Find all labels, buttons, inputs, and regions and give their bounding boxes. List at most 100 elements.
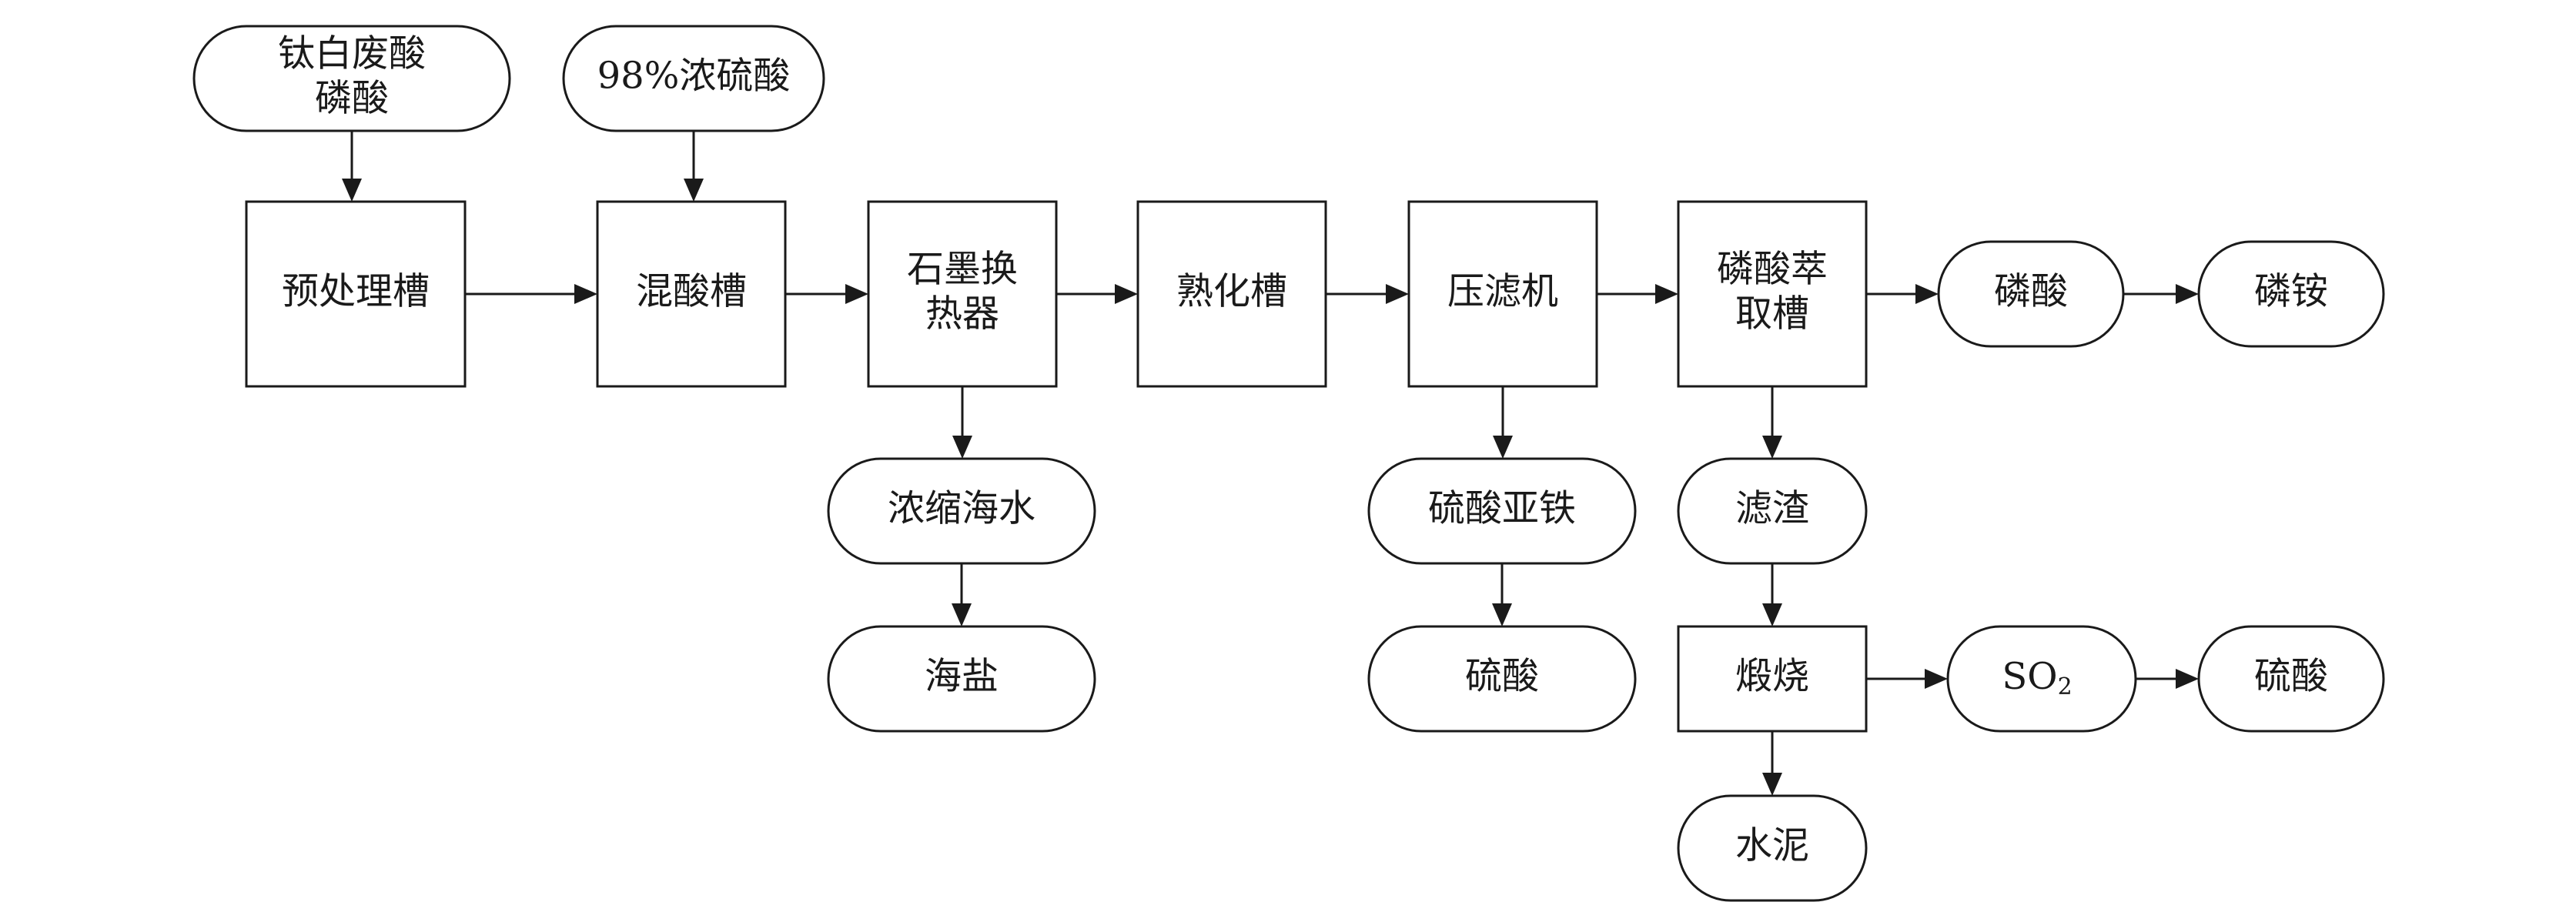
node-shape — [192, 25, 511, 132]
node-label: 硫酸 — [2254, 655, 2328, 698]
edge-in_sulfuric-to-mix — [684, 131, 704, 202]
node-shape — [562, 25, 825, 132]
node-shape — [245, 200, 467, 388]
node-label: 滤渣 — [1735, 487, 1809, 530]
node-label: 磷铵 — [2254, 270, 2328, 313]
edge-out_phosphoric-to-out_ammonium — [2123, 284, 2199, 304]
arrowhead-icon — [2176, 669, 2199, 689]
arrowhead-icon — [952, 436, 972, 459]
node-residue: 滤渣 — [1677, 457, 1868, 565]
edge-residue-to-calcine — [1762, 563, 1782, 626]
node-shape — [1677, 625, 1868, 733]
arrowhead-icon — [1493, 436, 1513, 459]
node-shape — [2197, 240, 2385, 348]
edge-graphite-to-brine — [952, 386, 972, 459]
node-label: 预处理槽 — [282, 270, 430, 313]
node-label: 磷酸萃 — [1717, 248, 1828, 291]
node-label: 钛白废酸 — [278, 32, 426, 75]
node-label: 海盐 — [925, 655, 999, 698]
edge-mix-to-graphite — [785, 284, 868, 304]
node-shape — [1367, 625, 1637, 733]
node-label: 熟化槽 — [1176, 270, 1287, 313]
node-shape — [1407, 200, 1598, 388]
edge-extract-to-out_phosphoric — [1866, 284, 1939, 304]
arrowhead-icon — [952, 603, 972, 626]
edge-in_phosphoric-to-pretreat — [342, 131, 362, 202]
node-label: 取槽 — [1735, 292, 1809, 336]
arrowhead-icon — [1386, 284, 1409, 304]
node-brine: 浓缩海水 — [827, 457, 1096, 565]
arrowhead-icon — [1915, 284, 1939, 304]
node-sulfuric1: 硫酸 — [1367, 625, 1637, 733]
node-shape — [2197, 625, 2385, 733]
arrowhead-icon — [1762, 603, 1782, 626]
node-sulfuric2: 硫酸 — [2197, 625, 2385, 733]
edge-filterpress-to-extract — [1597, 284, 1678, 304]
edge-calcine-to-so2 — [1866, 669, 1948, 689]
edge-so2-to-sulfuric2 — [2136, 669, 2199, 689]
node-label: 水泥 — [1735, 824, 1809, 867]
node-label: 98%浓硫酸 — [597, 55, 791, 98]
arrowhead-icon — [1655, 284, 1678, 304]
node-label: 磷酸 — [315, 77, 389, 120]
arrowhead-icon — [1492, 603, 1512, 626]
node-shape — [1677, 457, 1868, 565]
node-shape — [1937, 240, 2125, 348]
arrowhead-icon — [2176, 284, 2199, 304]
arrowhead-icon — [1762, 436, 1782, 459]
arrowhead-icon — [1762, 773, 1782, 796]
node-label: 热器 — [925, 292, 999, 336]
edge-mature-to-filterpress — [1326, 284, 1409, 304]
edge-brine-to-seasalt — [952, 563, 972, 626]
node-shape — [596, 200, 787, 388]
node-label: 煅烧 — [1735, 655, 1809, 698]
node-shape — [1946, 625, 2137, 733]
edge-filterpress-to-ferrous — [1493, 386, 1513, 459]
edge-ferrous-to-sulfuric1 — [1492, 563, 1512, 626]
node-shape — [827, 625, 1096, 733]
node-so2: SO2 — [1946, 625, 2137, 733]
node-label: 浓缩海水 — [888, 487, 1035, 530]
node-filterpress: 压滤机 — [1407, 200, 1598, 388]
node-shape — [1367, 457, 1637, 565]
node-shape — [1677, 200, 1868, 388]
nodes-layer: 钛白废酸磷酸98%浓硫酸预处理槽混酸槽石墨换热器熟化槽压滤机磷酸萃取槽磷酸磷铵浓… — [192, 25, 2385, 902]
node-label: 混酸槽 — [636, 270, 747, 313]
node-label: SO2 — [2002, 655, 2072, 701]
node-mix: 混酸槽 — [596, 200, 787, 388]
edge-graphite-to-mature — [1056, 284, 1138, 304]
node-shape — [867, 200, 1058, 388]
edge-extract-to-residue — [1762, 386, 1782, 459]
edge-calcine-to-cement — [1762, 731, 1782, 796]
node-cement: 水泥 — [1677, 794, 1868, 902]
node-label: 硫酸亚铁 — [1428, 487, 1576, 530]
arrowhead-icon — [845, 284, 868, 304]
edge-pretreat-to-mix — [465, 284, 597, 304]
node-out_ammonium: 磷铵 — [2197, 240, 2385, 348]
arrowhead-icon — [1115, 284, 1138, 304]
node-calcine: 煅烧 — [1677, 625, 1868, 733]
node-label: 磷酸 — [1994, 270, 2068, 313]
node-label: 硫酸 — [1465, 655, 1539, 698]
node-label: 压滤机 — [1447, 270, 1558, 313]
node-shape — [1677, 794, 1868, 902]
node-label-main: SO — [2002, 655, 2057, 698]
node-in_sulfuric: 98%浓硫酸 — [562, 25, 825, 132]
edges-layer — [342, 131, 2199, 796]
node-mature: 熟化槽 — [1136, 200, 1327, 388]
node-shape — [1136, 200, 1327, 388]
arrowhead-icon — [684, 179, 704, 202]
arrowhead-icon — [342, 179, 362, 202]
node-out_phosphoric: 磷酸 — [1937, 240, 2125, 348]
node-shape — [827, 457, 1096, 565]
node-ferrous: 硫酸亚铁 — [1367, 457, 1637, 565]
node-seasalt: 海盐 — [827, 625, 1096, 733]
node-label-subscript: 2 — [2058, 673, 2073, 700]
node-label: 石墨换 — [907, 248, 1018, 291]
node-pretreat: 预处理槽 — [245, 200, 467, 388]
arrowhead-icon — [1925, 669, 1948, 689]
